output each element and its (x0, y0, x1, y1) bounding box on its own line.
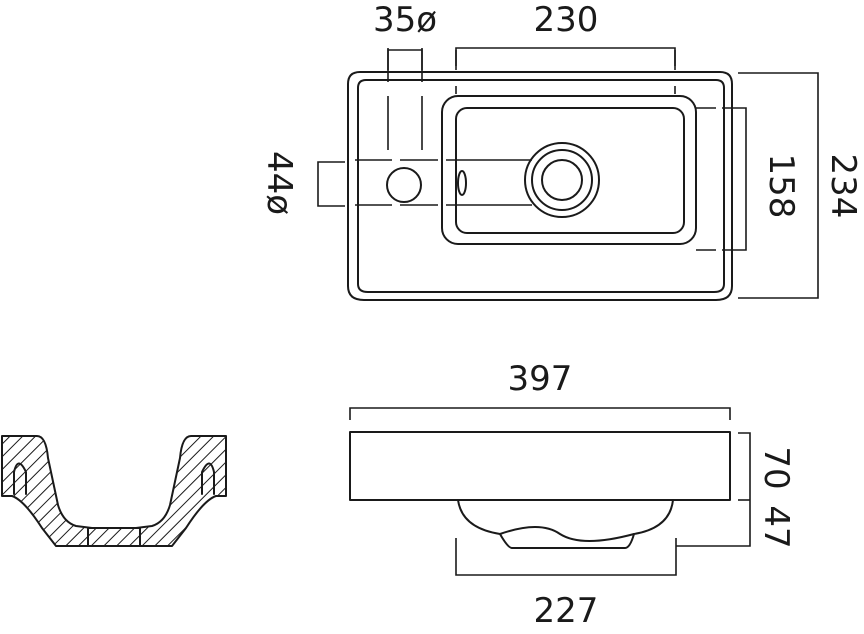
overflow-slot (457, 170, 467, 196)
label-overall-width: 397 (508, 359, 573, 399)
dimension-bowl-width-bottom: 227 (455, 538, 677, 631)
waste-outer-ring (524, 142, 600, 218)
section-right-overflow-channel (201, 462, 215, 495)
label-overall-height: 70 (756, 446, 796, 489)
dimension-bowl-depth: 158 (722, 107, 801, 251)
dimension-bowl-width-top: 230 (455, 0, 676, 66)
bowl-outer-outline (441, 95, 697, 245)
front-bowl-underside (457, 499, 674, 549)
dimension-tap-hole: 35ø (373, 0, 437, 70)
front-slab (349, 431, 731, 501)
bowl-inner-outline (455, 107, 685, 234)
dimension-overall-depth: 234 (738, 72, 863, 299)
label-bowl-height: 47 (756, 505, 796, 548)
waste-inner-ring (541, 159, 583, 201)
basin-rim-inner-outline (357, 79, 725, 293)
section-view (1, 435, 227, 547)
basin-outer-outline (347, 71, 733, 301)
plan-view: 35ø 230 44ø 158 234 (259, 0, 863, 301)
dimension-overall-width: 397 (349, 359, 731, 420)
dimension-heights: 70 47 (676, 432, 796, 549)
label-bowl-width-top: 230 (534, 0, 599, 40)
section-base (87, 527, 141, 547)
label-tap-hole-diameter: 35ø (373, 0, 437, 40)
section-left-wall (1, 435, 93, 547)
waste-middle-ring (531, 149, 593, 211)
label-waste-hole-diameter: 44ø (259, 151, 299, 215)
tap-hole (386, 167, 422, 203)
label-bowl-width-bottom: 227 (534, 591, 599, 631)
front-elevation: 397 227 70 47 (349, 359, 796, 631)
reference-lines (355, 48, 716, 251)
front-waste-curve (499, 526, 635, 542)
label-overall-depth: 234 (823, 154, 863, 219)
section-right-wall (135, 435, 227, 547)
section-left-overflow-channel (13, 462, 27, 495)
label-bowl-depth: 158 (761, 154, 801, 219)
dimension-waste-hole: 44ø (259, 151, 345, 215)
